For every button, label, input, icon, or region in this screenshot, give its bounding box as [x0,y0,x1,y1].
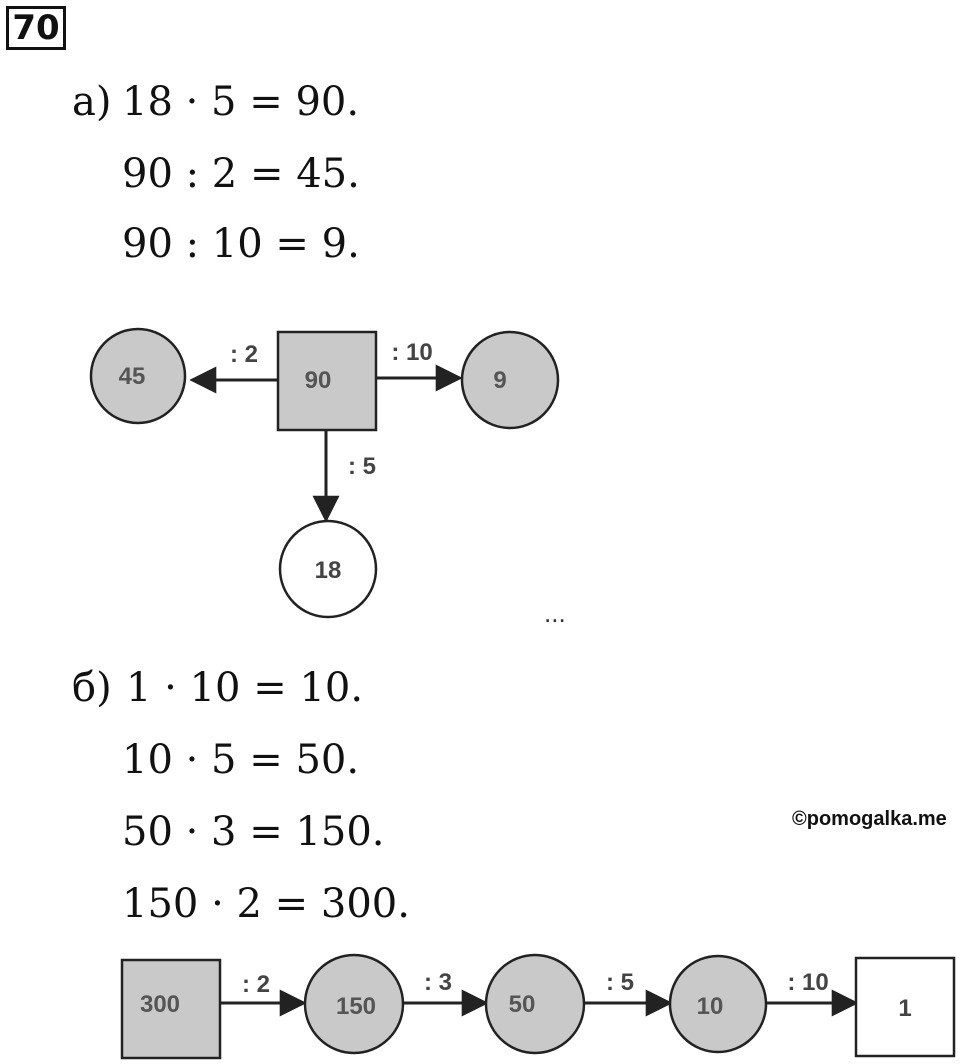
node-center-label: 90 [305,367,332,394]
watermark: ©pomogalka.me [792,808,947,830]
chain-node-2-circle [303,953,405,1055]
part-a-equation-2: 90 : 2 = 45. [122,151,360,197]
edge-right-label: : 10 [391,339,432,366]
node-left-circle [89,327,187,425]
part-b-equation-2: 10 · 5 = 50. [122,737,360,783]
ellipsis: ... [544,598,566,628]
chain-edge-2-label: : 3 [424,969,452,996]
chain-node-5-label: 1 [898,995,911,1022]
part-b-equation-1: 1 · 10 = 10. [126,665,364,711]
chain-edge-4-label: : 10 [787,969,828,996]
chain-node-1-square [120,958,222,1060]
part-a-equation-3: 90 : 10 = 9. [122,221,360,267]
part-a-equation-1: 18 · 5 = 90. [122,79,360,125]
part-a-label: а) [72,79,112,125]
part-b-equation-4: 150 · 2 = 300. [122,881,410,927]
chain-node-3-label: 50 [509,991,536,1018]
part-b-equation-3: 50 · 3 = 150. [122,809,385,855]
chain-edge-3-label: : 5 [606,969,634,996]
node-right-circle [460,330,560,430]
edge-bottom-label: : 5 [348,453,376,480]
chain-node-1-label: 300 [140,991,180,1018]
chain-node-3-circle [484,953,586,1055]
edge-left-label: : 2 [230,341,258,368]
node-bottom-label: 18 [315,557,342,584]
chain-edge-1-label: : 2 [242,971,270,998]
chain-node-5-square [854,956,956,1058]
chain-node-4-label: 10 [697,993,724,1020]
part-b-label: б) [72,665,112,711]
node-left-label: 45 [119,363,146,390]
chain-node-4-circle [668,954,768,1054]
chain-node-2-label: 150 [336,993,376,1020]
node-bottom-circle [278,519,378,619]
task-number: 70 [6,6,66,50]
node-right-label: 9 [493,367,506,394]
node-center-square [276,330,378,432]
